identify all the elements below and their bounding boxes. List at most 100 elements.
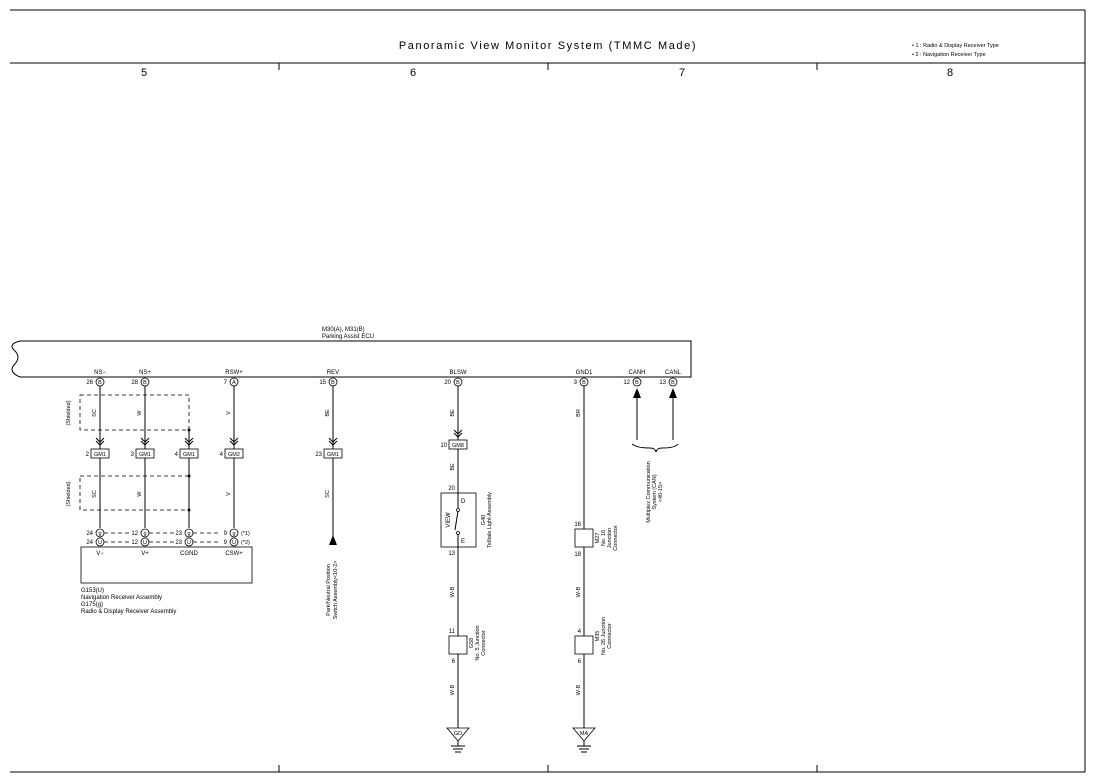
pin-number: 20 — [444, 380, 451, 386]
svg-text:<40-15>: <40-15> — [658, 482, 664, 503]
svg-text:16: 16 — [574, 522, 581, 528]
svg-text:23: 23 — [315, 452, 322, 458]
svg-text:g: g — [98, 531, 101, 537]
connector-letter: B — [143, 380, 147, 386]
svg-text:U: U — [98, 540, 102, 546]
pin-number: 13 — [659, 380, 666, 386]
svg-text:23: 23 — [175, 540, 182, 546]
svg-text:(*2): (*2) — [241, 540, 250, 546]
column-number: 5 — [141, 67, 147, 79]
svg-text:MA: MA — [580, 731, 589, 737]
rev-wiring: BE GM1 23 SC Park/Neutral Position Switc… — [315, 386, 343, 620]
svg-text:Radio & Display Receiver Assem: Radio & Display Receiver Assembly — [81, 609, 176, 615]
svg-text:24: 24 — [86, 540, 93, 546]
svg-text:11: 11 — [449, 629, 456, 635]
svg-text:U: U — [187, 540, 191, 546]
svg-text:Switch Assembly<10-2>: Switch Assembly<10-2> — [333, 561, 339, 620]
pin-label: BLSW — [449, 370, 466, 376]
svg-text:W-B: W-B — [450, 586, 456, 597]
wire-color: SC — [92, 490, 98, 498]
pin-label: RSW+ — [225, 370, 243, 376]
svg-text:13: 13 — [448, 551, 455, 557]
junction-label: GM1 — [183, 452, 195, 458]
svg-text:Multiplex Communication: Multiplex Communication — [646, 461, 652, 522]
connector-circle — [632, 377, 642, 387]
shielded-label: (Shielded) — [66, 400, 72, 425]
svg-text:GD: GD — [454, 731, 462, 737]
column-number: 8 — [947, 67, 953, 79]
pin-number: 15 — [319, 380, 326, 386]
junction-pin: 2 — [86, 452, 90, 458]
svg-text:No. 5 Junction: No. 5 Junction — [475, 625, 481, 660]
junction-pin: 4 — [175, 452, 179, 458]
blsw-wiring: BE GM8 10 BE 20 D E VIEW G40 Telltale Li… — [440, 386, 493, 753]
connector-letter: B — [98, 380, 102, 386]
svg-text:6: 6 — [452, 659, 456, 665]
svg-text:W-B: W-B — [576, 684, 582, 695]
svg-text:Navigation Receiver Assembly: Navigation Receiver Assembly — [81, 595, 162, 601]
svg-text:CSW+: CSW+ — [225, 551, 243, 557]
svg-text:System (CAN): System (CAN) — [652, 474, 658, 509]
svg-text:U: U — [143, 540, 147, 546]
svg-text:CGND: CGND — [180, 551, 198, 557]
pin-label: REV — [327, 370, 339, 376]
svg-text:6: 6 — [578, 659, 582, 665]
note-2: • 2 : Navigation Receiver Type — [912, 52, 986, 58]
svg-text:4: 4 — [578, 629, 582, 635]
wire-color: V — [226, 492, 232, 496]
svg-text:GM1: GM1 — [327, 452, 339, 458]
svg-text:No. 16: No. 16 — [601, 530, 607, 546]
connector-letter: B — [635, 380, 639, 386]
svg-text:E: E — [461, 539, 465, 545]
ecu-ref: M30(A), M31(B) — [322, 327, 365, 333]
svg-text:BE: BE — [450, 463, 456, 471]
junction-pin: 4 — [220, 452, 224, 458]
svg-text:(*1): (*1) — [241, 531, 250, 537]
svg-text:g: g — [232, 531, 235, 537]
pin-number: 3 — [574, 380, 578, 386]
svg-text:G40: G40 — [481, 515, 487, 525]
svg-text:Junction: Junction — [607, 528, 613, 549]
svg-text:Park/Neutral Position: Park/Neutral Position — [326, 564, 332, 616]
pin-number: 7 — [224, 380, 228, 386]
svg-text:12: 12 — [131, 531, 138, 537]
svg-text:g: g — [187, 531, 190, 537]
pin-label: GND1 — [576, 370, 593, 376]
svg-text:G175(g): G175(g) — [81, 602, 103, 608]
svg-text:9: 9 — [224, 531, 228, 537]
svg-text:SC: SC — [325, 490, 331, 498]
connector-letter: A — [232, 380, 236, 386]
pin-number: 28 — [131, 380, 138, 386]
svg-text:20: 20 — [448, 486, 455, 492]
svg-text:G153(U): G153(U) — [81, 588, 104, 594]
svg-text:24: 24 — [86, 531, 93, 537]
svg-text:U: U — [232, 540, 236, 546]
svg-text:V−: V− — [96, 551, 104, 557]
svg-text:G58: G58 — [469, 638, 475, 648]
gnd1-wiring: BR 16 M27 No. 16 Junction Connector 18 W… — [572, 386, 619, 753]
connector-letter: B — [331, 380, 335, 386]
svg-text:W-B: W-B — [450, 684, 456, 695]
connector-letter: B — [671, 380, 675, 386]
svg-text:VIEW: VIEW — [446, 512, 452, 528]
svg-text:W-B: W-B — [576, 586, 582, 597]
junction-label: GM1 — [94, 452, 106, 458]
svg-text:No. 26 Junction: No. 26 Junction — [601, 617, 607, 655]
pin-label: CANH — [628, 370, 645, 376]
wire-color: V — [226, 411, 232, 415]
shielded-label: (Shielded) — [66, 481, 72, 506]
svg-text:Telltale Light Assembly: Telltale Light Assembly — [487, 492, 493, 548]
svg-text:g: g — [143, 531, 146, 537]
svg-text:23: 23 — [175, 531, 182, 537]
receiver-assembly-box — [80, 546, 253, 584]
pin-label: NS− — [94, 370, 106, 376]
column-number: 6 — [410, 67, 416, 79]
svg-text:V+: V+ — [141, 551, 149, 557]
svg-text:9: 9 — [224, 540, 228, 546]
svg-text:Connector: Connector — [481, 630, 487, 656]
svg-text:BE: BE — [325, 409, 331, 417]
wire-color: SC — [92, 409, 98, 417]
svg-text:BR: BR — [576, 409, 582, 417]
svg-text:GM8: GM8 — [452, 443, 464, 449]
